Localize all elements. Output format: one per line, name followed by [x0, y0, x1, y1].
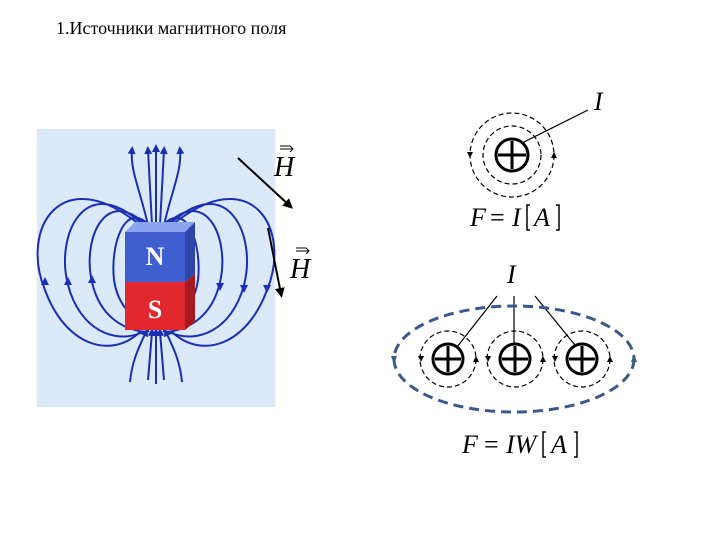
- magnet-figure: N S: [36, 129, 276, 407]
- h-vector-arrow: [267, 227, 285, 298]
- svg-text:=: =: [490, 203, 505, 232]
- field-line: [129, 328, 148, 383]
- coil-conductors: I F = IW A: [391, 260, 637, 459]
- current-label: I: [593, 87, 604, 116]
- vector-arrow-icon: [296, 247, 310, 255]
- field-line: [164, 328, 183, 383]
- field-line: [144, 146, 153, 226]
- field-line: [156, 328, 165, 381]
- field-line: [168, 203, 248, 338]
- field-circle-inner: [482, 125, 542, 185]
- field-arrow: [551, 152, 557, 158]
- magnet-north: [125, 232, 185, 282]
- svg-text:F: F: [469, 203, 487, 232]
- field-line: [64, 203, 144, 338]
- field-line: [163, 146, 185, 226]
- current-pointer: [521, 109, 589, 144]
- field-line: [127, 146, 149, 226]
- field-line: [159, 146, 168, 226]
- field-arrow: [631, 354, 637, 362]
- field-line: [171, 198, 276, 347]
- h-vectors: H H: [237, 145, 312, 298]
- field-arrow: [88, 275, 96, 283]
- north-label: N: [146, 242, 165, 271]
- field-arrow: [263, 285, 271, 293]
- magnet-side-south: [185, 274, 195, 330]
- formula-coil: F = IW A: [461, 430, 578, 459]
- bar-magnet: N S: [125, 222, 195, 330]
- field-arrow: [391, 356, 397, 364]
- field-arrow: [41, 277, 49, 285]
- formula-single: F = I A: [469, 203, 560, 232]
- svg-text:F: F: [461, 430, 479, 459]
- h-symbol: H: [273, 152, 296, 183]
- current-pointer: [456, 295, 498, 348]
- h-vector-arrow: [237, 157, 293, 209]
- page-title: 1.Источники магнитного поля: [56, 18, 287, 38]
- magnet-top-face: [125, 222, 195, 232]
- single-conductor: I F = I A: [467, 87, 604, 232]
- south-label: S: [148, 295, 162, 324]
- h-symbol: H: [289, 254, 312, 285]
- field-arrow: [216, 283, 224, 291]
- svg-text:A: A: [549, 430, 567, 459]
- current-pointer: [534, 295, 576, 346]
- svg-text:I: I: [511, 203, 522, 232]
- field-arrow: [240, 285, 248, 293]
- svg-text:=: =: [484, 430, 499, 459]
- vector-arrow-icon: [280, 145, 294, 153]
- svg-text:A: A: [532, 203, 550, 232]
- field-line: [147, 328, 156, 381]
- magnet-side-north: [185, 222, 195, 282]
- magnet-south: [125, 282, 185, 330]
- field-arrow: [467, 152, 473, 158]
- field-arrows: [41, 275, 271, 293]
- coil-current-label: I: [506, 260, 517, 289]
- field-arrow: [64, 277, 72, 285]
- svg-text:IW: IW: [505, 430, 539, 459]
